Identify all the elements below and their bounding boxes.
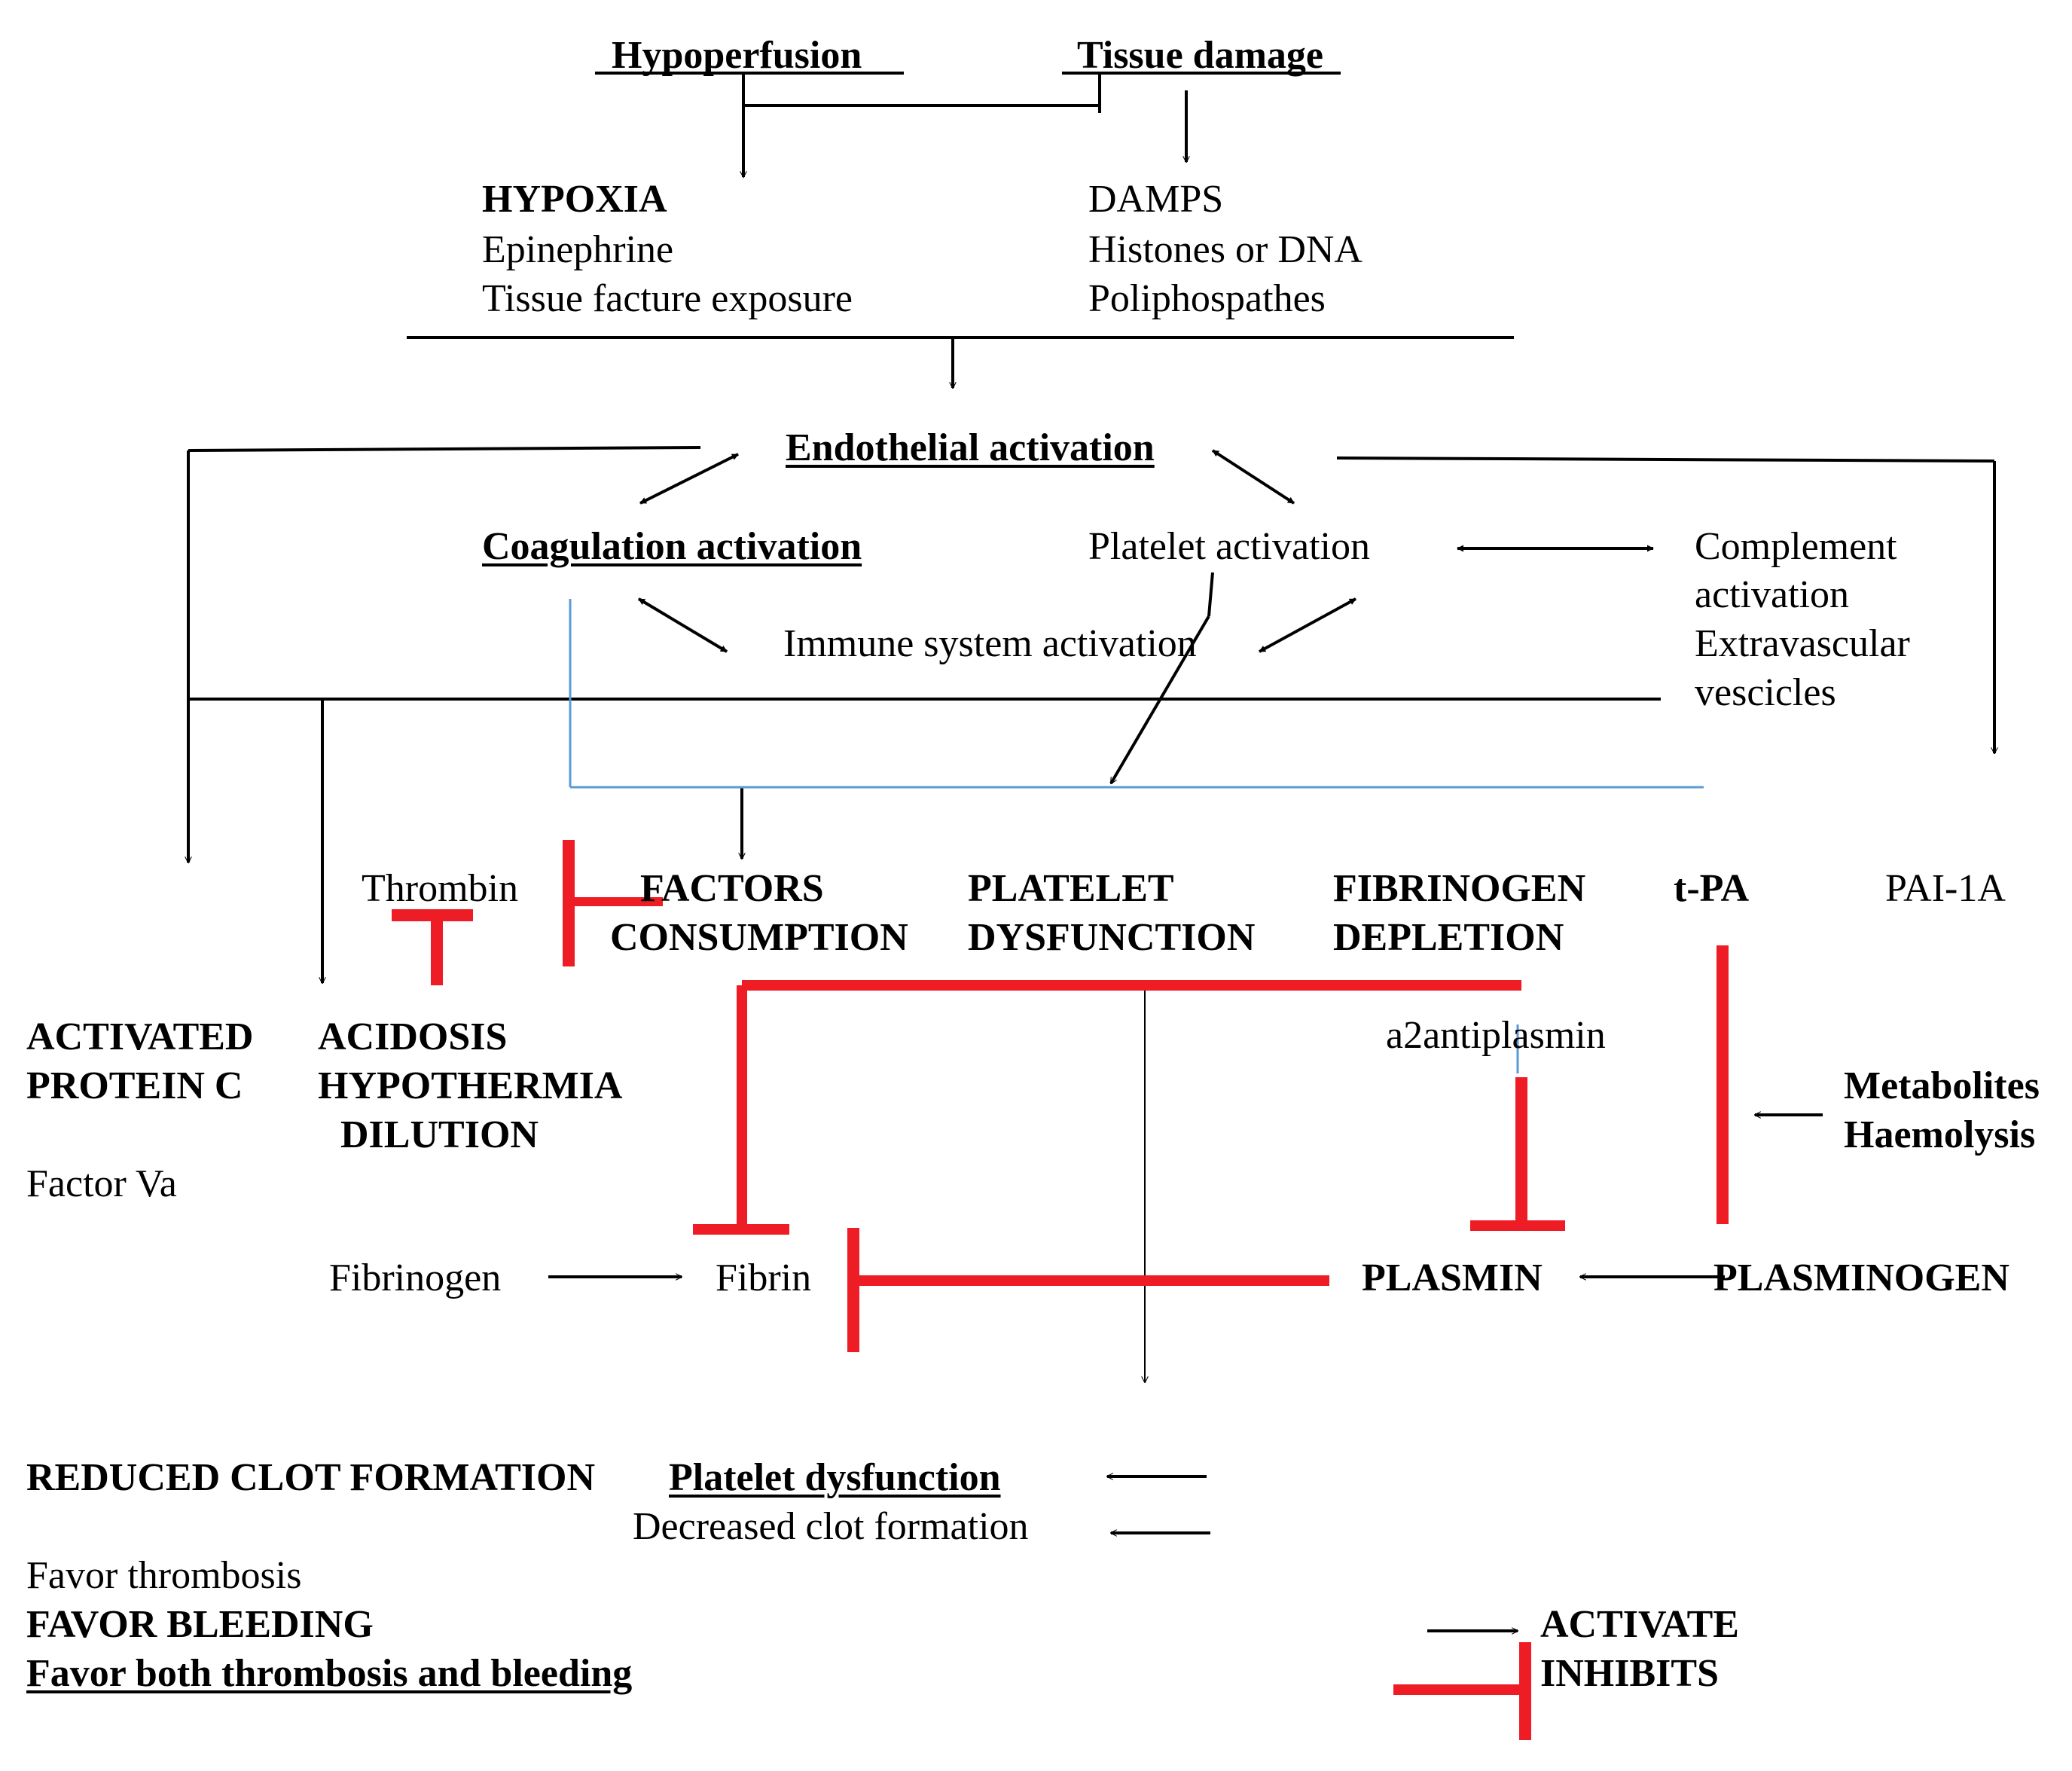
node-tissue-damage: Tissue damage xyxy=(1077,34,1323,77)
legend-inhibits: INHIBITS xyxy=(1540,1652,1719,1695)
node-factors-2: CONSUMPTION xyxy=(610,916,908,959)
node-platelet-activation: Platelet activation xyxy=(1088,525,1370,568)
node-hypothermia: HYPOTHERMIA xyxy=(318,1064,623,1107)
node-epinephrine: Epinephrine xyxy=(482,228,674,271)
node-activated-protein-c-2: PROTEIN C xyxy=(26,1064,243,1107)
node-thrombin: Thrombin xyxy=(362,867,518,910)
legend-favor-both: Favor both thrombosis and bleeding xyxy=(26,1652,633,1695)
node-fibrinogen-depletion-1: FIBRINOGEN xyxy=(1333,867,1586,910)
node-fibrinogen-depletion-2: DEPLETION xyxy=(1333,916,1564,959)
node-acidosis: ACIDOSIS xyxy=(318,1015,508,1058)
legend-activate: ACTIVATE xyxy=(1540,1603,1739,1646)
node-tissue-facture: Tissue facture exposure xyxy=(482,277,853,320)
node-plasmin: PLASMIN xyxy=(1362,1256,1543,1299)
node-plasminogen: PLASMINOGEN xyxy=(1713,1256,2009,1299)
node-fibrin: Fibrin xyxy=(716,1256,812,1299)
node-haemolysis: Haemolysis xyxy=(1844,1113,2036,1156)
node-metabolites: Metabolites xyxy=(1844,1064,2040,1107)
node-poliphospathes: Poliphospathes xyxy=(1088,277,1326,320)
node-fibrinogen: Fibrinogen xyxy=(329,1256,502,1299)
red-inhibition-connectors xyxy=(392,840,1729,1740)
legend-favor-bleeding: FAVOR BLEEDING xyxy=(26,1603,374,1646)
node-histones: Histones or DNA xyxy=(1088,228,1363,271)
node-hypoperfusion: Hypoperfusion xyxy=(612,34,862,77)
node-factor-va: Factor Va xyxy=(26,1162,177,1205)
node-immune-activation: Immune system activation xyxy=(783,622,1197,665)
node-a2antiplasmin: a2antiplasmin xyxy=(1386,1014,1606,1057)
node-factors-1: FACTORS xyxy=(640,867,824,910)
node-platelet-dysfunction-1: PLATELET xyxy=(968,867,1174,910)
node-activated-protein-c-1: ACTIVATED xyxy=(26,1015,254,1058)
outcome-platelet-dysfunction: Platelet dysfunction xyxy=(669,1456,1001,1499)
node-tpa: t-PA xyxy=(1674,867,1750,910)
node-hypoxia: HYPOXIA xyxy=(482,178,667,221)
node-complement-4: vescicles xyxy=(1695,671,1836,714)
legend-favor-thrombosis: Favor thrombosis xyxy=(26,1554,302,1597)
blue-connectors xyxy=(569,599,1704,1073)
node-complement-3: Extravascular xyxy=(1695,622,1910,665)
node-endothelial-activation: Endothelial activation xyxy=(786,426,1155,469)
outcome-reduced-clot-formation: REDUCED CLOT FORMATION xyxy=(26,1456,596,1499)
black-connectors xyxy=(188,72,1994,1631)
node-damps: DAMPS xyxy=(1088,178,1224,221)
node-coagulation-activation: Coagulation activation xyxy=(482,525,862,568)
node-dilution: DILUTION xyxy=(340,1113,539,1156)
node-complement-1: Complement xyxy=(1695,525,1897,568)
node-pai-1a: PAI-1A xyxy=(1885,867,2006,910)
node-complement-2: activation xyxy=(1695,573,1850,616)
node-platelet-dysfunction-2: DYSFUNCTION xyxy=(968,916,1256,959)
outcome-decreased-clot-formation: Decreased clot formation xyxy=(633,1505,1029,1548)
